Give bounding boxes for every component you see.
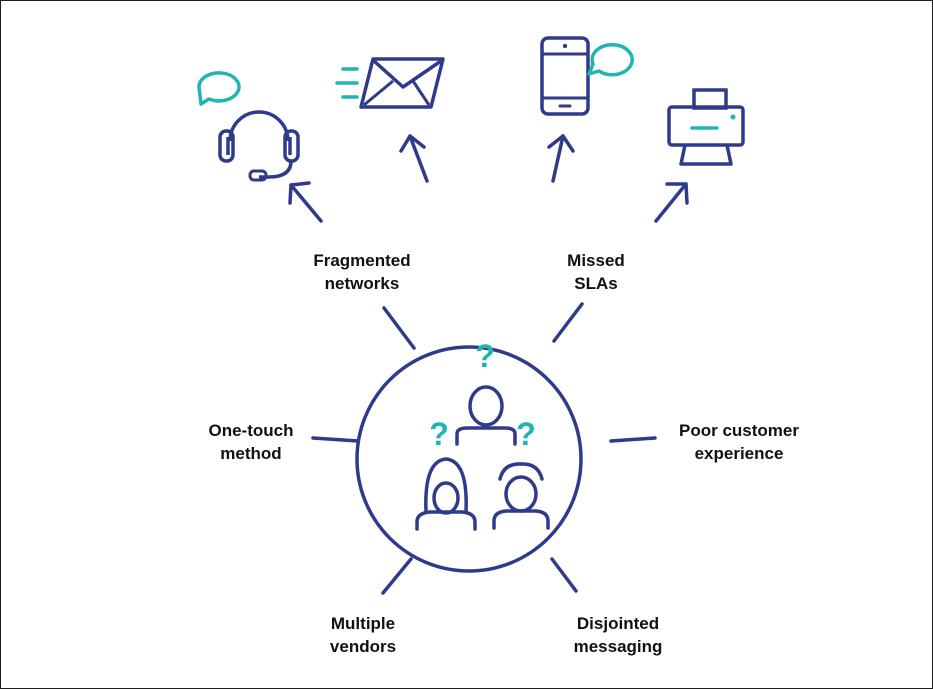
- person-man-right: [504, 475, 538, 513]
- label-multiple-vendors: Multiple vendors: [329, 614, 397, 656]
- person-top: [468, 385, 504, 427]
- arrow-to-headset: [288, 181, 323, 223]
- arrow-to-email: [399, 134, 429, 183]
- spoke-poor-customer-experience: [609, 436, 657, 443]
- label-poor-customer-experience: Poor customer experience: [679, 421, 799, 463]
- arrow-to-phone: [547, 134, 575, 183]
- spoke-multiple-vendors: [381, 557, 413, 595]
- spoke-disjointed-messaging: [550, 557, 578, 593]
- headset-icon: [197, 71, 300, 182]
- spoke-fragmented-networks: [382, 306, 416, 350]
- arrow-to-printer: [654, 182, 689, 223]
- question-mark-right: ?: [516, 416, 536, 452]
- person-woman: [424, 457, 468, 513]
- mobile-phone-icon: [540, 36, 634, 116]
- label-disjointed-messaging: Disjointed messaging: [573, 614, 663, 656]
- label-fragmented-networks: Fragmented networks: [313, 251, 411, 293]
- question-mark-left: ?: [429, 416, 449, 452]
- email-icon: [335, 57, 445, 109]
- label-one-touch-method: One-touch method: [208, 421, 294, 463]
- printer-icon: [667, 88, 745, 166]
- people-group-icon: [415, 385, 550, 531]
- label-missed-slas: Missed SLAs: [567, 251, 625, 293]
- central-circle: [355, 345, 583, 573]
- question-mark-top: ?: [475, 338, 495, 374]
- spoke-one-touch-method: [311, 436, 360, 443]
- spoke-missed-slas: [552, 302, 584, 343]
